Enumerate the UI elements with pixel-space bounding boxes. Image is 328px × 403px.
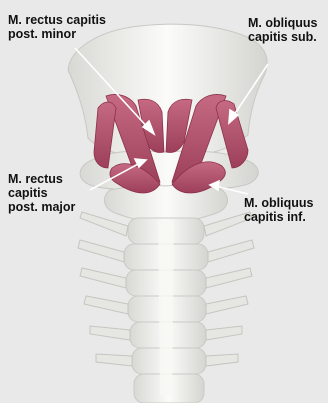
label-obliquus-capitis-superior: M. obliquus capitis sub. bbox=[248, 16, 317, 44]
label-rectus-capitis-minor: M. rectus capitis post. minor bbox=[8, 13, 106, 41]
label-rectus-capitis-major: M. rectus capitis post. major bbox=[8, 172, 75, 214]
label-obliquus-capitis-inferior: M. obliquus capitis inf. bbox=[244, 196, 313, 224]
axis-vertebra bbox=[104, 185, 227, 222]
cervical-spine bbox=[78, 212, 254, 403]
